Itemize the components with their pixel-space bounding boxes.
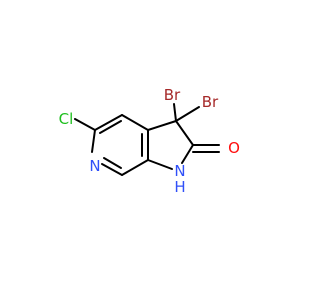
bond-c7-n6-inner [103,157,122,169]
bond-c4-c3a [121,114,149,131]
bond-n6-c5 [91,129,96,153]
bond-c7-n6-outer [101,163,123,176]
bond-c5-c4 [94,114,123,131]
bond-n1-c7a [147,159,173,170]
nitrogen-h-atom-label: N [174,162,185,180]
bond-c2-n1 [181,144,194,164]
bromine-atom-label-1: Br [164,86,181,104]
bond-c3a-c3 [147,120,177,131]
hydrogen-atom-label: H [174,178,185,196]
bond-c7a-c7 [121,159,149,176]
bond-c3-c2 [175,120,194,146]
nitrogen-atom-label: N [89,157,100,175]
bromine-atom-label-2: Br [202,93,219,111]
oxygen-atom-label: O [228,139,240,157]
bond-c3-br1 [173,103,177,122]
bond-c5-cl [74,118,96,131]
structure-diagram: Cl N Br Br O N H [59,86,240,196]
bond-c3-br2 [175,106,200,122]
chlorine-atom-label: Cl [59,110,74,128]
bond-c4-c5-inner [99,120,122,134]
